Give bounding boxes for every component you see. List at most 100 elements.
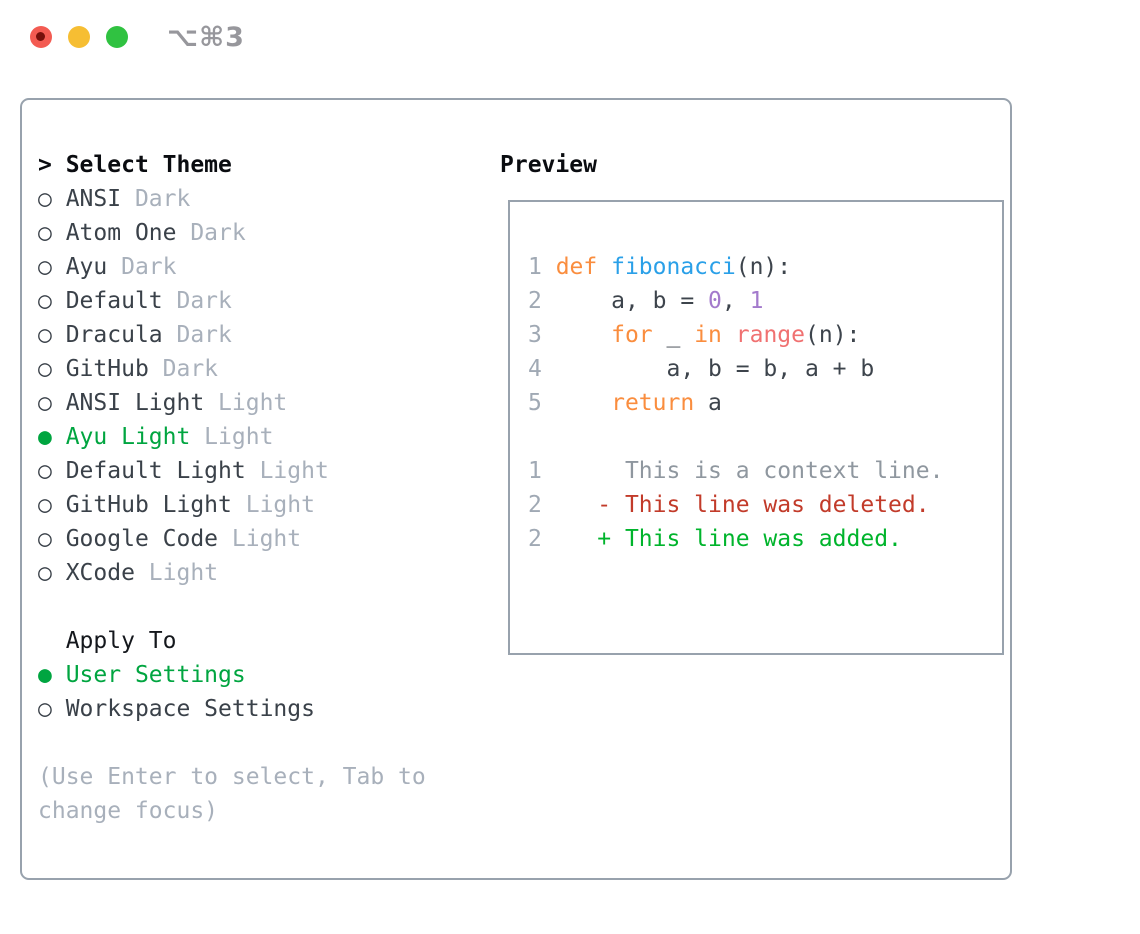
theme-option-xcode[interactable]: ○ XCode Light [38, 556, 478, 590]
radio-icon: ○ [38, 186, 66, 212]
token-plain: a, b = [555, 288, 709, 314]
token-plain: a, b = b, a + b [555, 356, 875, 382]
token-num: 1 [528, 254, 556, 280]
token-num: 5 [528, 390, 556, 416]
token-kw: def [555, 254, 612, 280]
preview-line-context: 1 This is a context line. [528, 454, 1002, 488]
radio-icon: ○ [38, 390, 66, 416]
token-context: This is a context line. [541, 458, 944, 484]
theme-name: ANSI [65, 186, 122, 212]
token-deleted: - This line was deleted. [541, 492, 930, 518]
preview-line-code: 2 a, b = 0, 1 [528, 284, 1002, 318]
token-num: 2 [528, 288, 556, 314]
theme-option-ansi[interactable]: ○ ANSI Dark [38, 182, 478, 216]
radio-icon: ○ [38, 560, 66, 586]
token-kw: return [611, 390, 695, 416]
preview-line-code: 5 return a [528, 386, 1002, 420]
token-num: 3 [528, 322, 556, 348]
preview-line-blank [528, 420, 1002, 454]
spacer [38, 590, 478, 624]
apply-to-header: Apply To [65, 628, 177, 654]
theme-option-github-light[interactable]: ○ GitHub Light Light [38, 488, 478, 522]
token-kw: for [611, 322, 653, 348]
theme-option-ayu-light[interactable]: ● Ayu Light Light [38, 420, 478, 454]
theme-option-atom-one[interactable]: ○ Atom One Dark [38, 216, 478, 250]
apply-option-name: User Settings [65, 662, 246, 688]
theme-option-default-light[interactable]: ○ Default Light Light [38, 454, 478, 488]
theme-variant-label: Dark [107, 254, 177, 280]
apply-option-workspace-settings[interactable]: ○ Workspace Settings [38, 692, 478, 726]
theme-variant-label: Light [190, 424, 274, 450]
radio-icon: ○ [38, 458, 66, 484]
token-plain: a [694, 390, 722, 416]
theme-option-default[interactable]: ○ Default Dark [38, 284, 478, 318]
token-added: + This line was added. [541, 526, 902, 552]
theme-option-google-code[interactable]: ○ Google Code Light [38, 522, 478, 556]
close-dot-icon [36, 32, 45, 41]
theme-variant-label: Light [134, 560, 219, 586]
apply-option-name: Workspace Settings [65, 696, 315, 722]
theme-name: GitHub [65, 356, 149, 382]
token-const: 0 [708, 288, 722, 314]
titlebar: ⌥⌘3 [0, 0, 1140, 70]
theme-option-dracula[interactable]: ○ Dracula Dark [38, 318, 478, 352]
theme-variant-label: Dark [176, 220, 246, 246]
theme-variant-label: Dark [121, 186, 191, 212]
theme-option-github[interactable]: ○ GitHub Dark [38, 352, 478, 386]
radio-icon: ○ [38, 356, 66, 382]
theme-variant-label: Light [218, 526, 302, 552]
token-plain: (n): [805, 322, 861, 348]
window-shortcut-label: ⌥⌘3 [167, 22, 245, 53]
select-theme-title: Select Theme [65, 152, 232, 178]
keyboard-hint: (Use Enter to select, Tab to change focu… [38, 764, 426, 824]
theme-name: Default Light [65, 458, 246, 484]
token-plain: _ [652, 322, 695, 348]
token-kw: in [694, 322, 722, 348]
theme-variant-label: Dark [148, 356, 219, 382]
token-fn: fibonacci [611, 254, 736, 280]
theme-name: ANSI Light [65, 390, 205, 416]
theme-name: XCode [65, 560, 135, 586]
theme-list: ○ ANSI Dark○ Atom One Dark○ Ayu Dark○ De… [38, 182, 478, 590]
radio-icon: ○ [38, 492, 66, 518]
token-plain [556, 322, 611, 348]
preview-line-deleted: 2 - This line was deleted. [528, 488, 1002, 522]
token-plain: , [721, 288, 750, 314]
prompt-icon: > [38, 152, 66, 178]
theme-picker-left-column: > Select Theme ○ ANSI Dark○ Atom One Dar… [38, 148, 478, 828]
preview-line-added: 2 + This line was added. [528, 522, 1002, 556]
theme-name: Google Code [65, 526, 219, 552]
radio-icon: ○ [38, 696, 66, 722]
token-num: 2 [528, 526, 542, 552]
theme-option-ayu[interactable]: ○ Ayu Dark [38, 250, 478, 284]
minimize-button[interactable] [68, 26, 90, 48]
select-theme-header: > Select Theme [38, 148, 478, 182]
theme-name: Ayu [65, 254, 108, 280]
preview-line-code: 3 for _ in range(n): [528, 318, 1002, 352]
theme-variant-label: Light [204, 390, 288, 416]
theme-name: Ayu Light [65, 424, 191, 450]
theme-variant-label: Dark [162, 288, 232, 314]
apply-to-list: ● User Settings○ Workspace Settings [38, 658, 478, 726]
preview-title: Preview [500, 152, 597, 178]
theme-option-ansi-light[interactable]: ○ ANSI Light Light [38, 386, 478, 420]
radio-icon: ○ [38, 526, 66, 552]
token-const: 1 [749, 288, 764, 314]
radio-icon: ○ [38, 288, 66, 314]
theme-variant-label: Light [245, 458, 329, 484]
zoom-button[interactable] [106, 26, 128, 48]
token-num: 2 [528, 492, 542, 518]
token-num: 4 [528, 356, 556, 382]
token-plain: (n): [735, 254, 792, 280]
theme-name: GitHub Light [65, 492, 232, 518]
theme-variant-label: Dark [162, 322, 232, 348]
apply-option-user-settings[interactable]: ● User Settings [38, 658, 478, 692]
radio-icon: ○ [38, 322, 66, 348]
token-builtin: range [735, 322, 805, 348]
close-button[interactable] [30, 26, 52, 48]
radio-selected-icon: ● [38, 662, 66, 688]
radio-selected-icon: ● [38, 424, 66, 450]
